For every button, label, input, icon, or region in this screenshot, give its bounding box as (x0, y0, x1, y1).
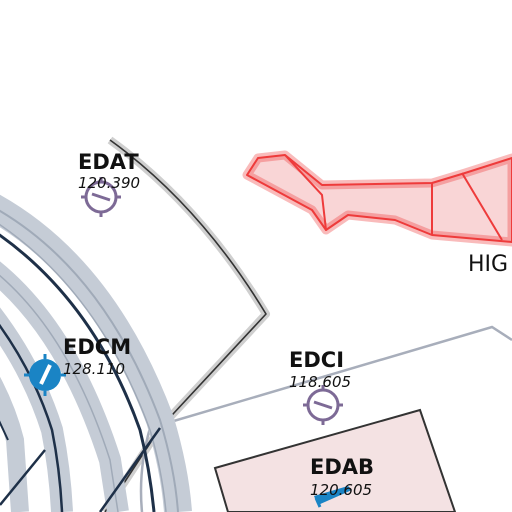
airfield-frequency: 120.605 (310, 481, 372, 499)
tma-boundary (0, 194, 192, 512)
airfield-code: EDCI (289, 348, 344, 372)
airfield-edab[interactable]: EDAB 120.605 (310, 455, 374, 508)
airfield-frequency: 128.110 (63, 360, 125, 378)
airway-corridor (139, 325, 512, 512)
towered-airfield-icon (24, 354, 66, 396)
glider-airfield-icon (81, 177, 121, 217)
restricted-area[interactable] (242, 150, 512, 247)
airfield-frequency: 120.390 (78, 174, 140, 192)
airspace-sector-boundary (101, 136, 270, 512)
airfield-code: EDCM (63, 335, 131, 359)
airport-icon (314, 486, 352, 508)
airfield-edat[interactable]: EDAT 120.390 (78, 150, 140, 217)
airfield-frequency: 118.605 (289, 373, 351, 391)
glider-airfield-icon (303, 385, 343, 425)
airfield-code: EDAB (310, 455, 374, 479)
restricted-area-label: HIG (468, 252, 508, 277)
airfield-edcm[interactable]: EDCM 128.110 (24, 335, 131, 396)
airfield-edci[interactable]: EDCI 118.605 (289, 348, 351, 425)
control-zone[interactable] (213, 408, 457, 512)
airfield-code: EDAT (78, 150, 139, 174)
